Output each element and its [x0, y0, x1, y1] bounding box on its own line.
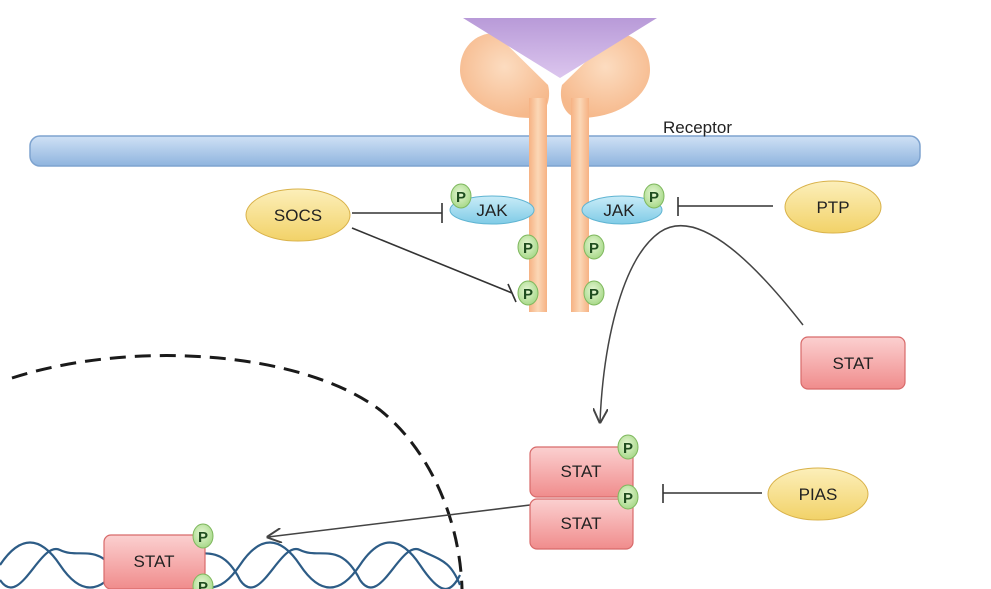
- stat-nucleus-label: STAT: [134, 552, 175, 571]
- phospho-stat-dimer-top: P: [617, 434, 639, 460]
- receptor-lobe-left: [460, 33, 550, 118]
- socs-node: SOCS: [245, 188, 351, 242]
- ptp-label: PTP: [816, 198, 849, 217]
- phospho-label: P: [198, 529, 208, 546]
- phospho-jak-left: P: [450, 183, 472, 209]
- ptp-node: PTP: [784, 180, 882, 234]
- phospho-label: P: [198, 579, 208, 589]
- inhibition-lines: [351, 197, 773, 503]
- phospho-stat-nucleus-1: P: [192, 523, 214, 549]
- stat-free-label: STAT: [833, 354, 874, 373]
- stat-dimer-top: STAT: [529, 446, 634, 498]
- dna-helix: [0, 541, 462, 589]
- phospho-label: P: [523, 240, 533, 257]
- pias-label: PIAS: [799, 485, 838, 504]
- ligand-triangle: [463, 18, 657, 78]
- phospho-receptor-right-2: P: [583, 280, 605, 306]
- phospho-receptor-left-1: P: [517, 234, 539, 260]
- phospho-label: P: [589, 286, 599, 303]
- jak-right: JAK: [581, 195, 663, 225]
- stat-nucleus: STAT: [103, 534, 206, 589]
- receptor-stalk-right: [571, 98, 589, 312]
- receptor-lobe-right: [560, 33, 650, 118]
- phospho-label: P: [623, 440, 633, 457]
- receptor-stalk-left: [529, 98, 547, 312]
- phospho-stat-nucleus-2: P: [192, 573, 214, 589]
- receptor-label: Receptor: [663, 118, 732, 137]
- phospho-label: P: [589, 240, 599, 257]
- jak-left-label: JAK: [476, 201, 508, 220]
- nuclear-translocation-arrow: [268, 504, 531, 537]
- phospho-receptor-left-2: P: [517, 280, 539, 306]
- stat-dimer-bottom: STAT: [529, 498, 634, 550]
- cell-membrane: [29, 135, 921, 167]
- phospho-receptor-right-1: P: [583, 234, 605, 260]
- pias-node: PIAS: [767, 467, 869, 521]
- phospho-label: P: [456, 189, 466, 206]
- stat-recruitment-arrow: [600, 225, 804, 422]
- stat-dimer-bottom-label: STAT: [561, 514, 602, 533]
- socs-label: SOCS: [274, 206, 322, 225]
- jak-left: JAK: [449, 195, 535, 225]
- phospho-label: P: [649, 189, 659, 206]
- phospho-jak-right: P: [643, 183, 665, 209]
- jak-right-label: JAK: [603, 201, 635, 220]
- stat-free: STAT: [800, 336, 906, 390]
- stat-dimer-top-label: STAT: [561, 462, 602, 481]
- phospho-label: P: [623, 490, 633, 507]
- phospho-label: P: [523, 286, 533, 303]
- phospho-stat-dimer-bottom: P: [617, 484, 639, 510]
